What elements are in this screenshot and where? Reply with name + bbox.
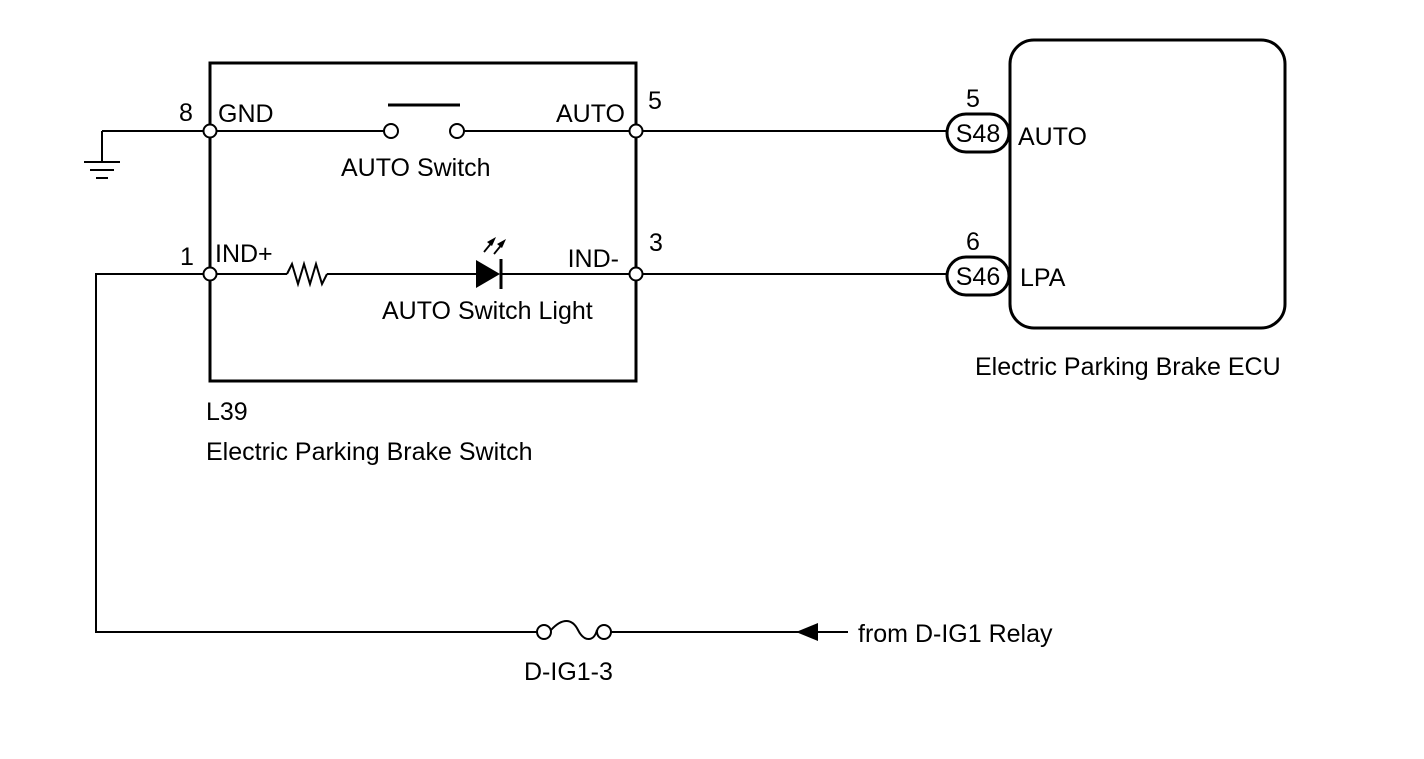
auto-pin-number: 5 [648, 87, 662, 115]
terminal-auto-icon [628, 123, 644, 139]
terminal-gnd-icon [202, 123, 218, 139]
ind-minus-pin-number: 3 [649, 229, 663, 257]
auto-switch-icon [383, 103, 465, 139]
terminal-ind-plus-icon [202, 266, 218, 282]
ecu-name: Electric Parking Brake ECU [975, 353, 1281, 381]
switch-unit-box [208, 61, 638, 383]
auto-pin-label: AUTO [556, 100, 625, 128]
terminal-ind-minus-icon [628, 266, 644, 282]
ecu-lpa-pin-number: 6 [966, 228, 980, 256]
switch-unit-name: Electric Parking Brake Switch [206, 438, 533, 466]
led-icon [476, 237, 506, 289]
auto-switch-label: AUTO Switch [341, 154, 491, 182]
source-label: from D-IG1 Relay [858, 620, 1053, 648]
gnd-pin-label: GND [218, 100, 274, 128]
gnd-pin-number: 8 [179, 99, 193, 127]
resistor-icon [286, 260, 328, 288]
ind-plus-pin-number: 1 [180, 243, 194, 271]
ecu-auto-connector: S48 [956, 120, 1000, 148]
ecu-box [1008, 38, 1287, 330]
ind-plus-pin-label: IND+ [215, 240, 273, 268]
power-feed-wire [95, 273, 538, 633]
ground-symbol-icon [84, 130, 210, 179]
fuse-icon [536, 620, 612, 640]
fuse-label: D-IG1-3 [524, 658, 613, 686]
ecu-auto-pin-label: AUTO [1018, 123, 1087, 151]
ecu-lpa-pin-label: LPA [1020, 264, 1066, 292]
ecu-lpa-connector: S46 [956, 263, 1000, 291]
auto-switch-light-label: AUTO Switch Light [382, 297, 593, 325]
arrow-left-icon [796, 623, 818, 641]
ecu-auto-pin-number: 5 [966, 85, 980, 113]
switch-unit-code: L39 [206, 398, 248, 426]
connector-s48-icon [945, 112, 1011, 154]
connector-s46-icon [945, 255, 1011, 297]
ind-minus-pin-label: IND- [568, 245, 619, 273]
